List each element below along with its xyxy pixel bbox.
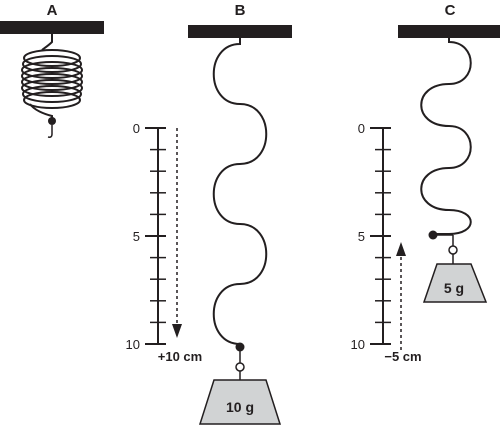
panel-c: C 5 g 0 5 10 [351, 2, 500, 364]
panel-c-ruler [370, 127, 391, 345]
panel-c-spring-end [428, 230, 438, 240]
panel-a: A [0, 2, 104, 138]
panel-b-ceiling [188, 25, 292, 38]
panel-b-displacement-label: +10 cm [158, 349, 202, 364]
panel-c-displacement-label: −5 cm [384, 349, 421, 364]
panel-c-mass-label: 5 g [444, 280, 464, 296]
panel-c-tick-5: 5 [358, 229, 365, 244]
panel-b-mass-label: 10 g [226, 399, 254, 415]
panel-a-label: A [47, 2, 58, 19]
panel-b: B 10 g 0 5 10 +10 [126, 2, 292, 425]
panel-b-tick-5: 5 [133, 229, 140, 244]
panel-c-tick-10: 10 [351, 337, 365, 352]
panel-b-mass [198, 379, 282, 425]
panel-c-arrowhead [396, 242, 406, 256]
panel-c-mass [422, 263, 488, 303]
panel-b-ruler [145, 127, 166, 345]
panel-c-label: C [445, 2, 456, 19]
panel-b-spring-end [235, 342, 245, 352]
panel-a-ceiling [0, 21, 104, 34]
panel-a-hook [47, 125, 53, 138]
panel-b-arrowhead [172, 324, 182, 338]
panel-b-tick-10: 10 [126, 337, 140, 352]
panel-b-tick-0: 0 [133, 121, 140, 136]
panel-b-stretched-spring [212, 38, 268, 345]
panel-a-spring-end [48, 117, 56, 125]
panel-b-hook [235, 351, 245, 380]
panel-c-ceiling [398, 25, 500, 38]
panel-c-tick-0: 0 [358, 121, 365, 136]
panel-a-coiled-spring [21, 34, 83, 121]
panel-c-spring [420, 38, 472, 235]
panel-b-label: B [235, 2, 246, 19]
panel-c-hook [437, 234, 458, 264]
